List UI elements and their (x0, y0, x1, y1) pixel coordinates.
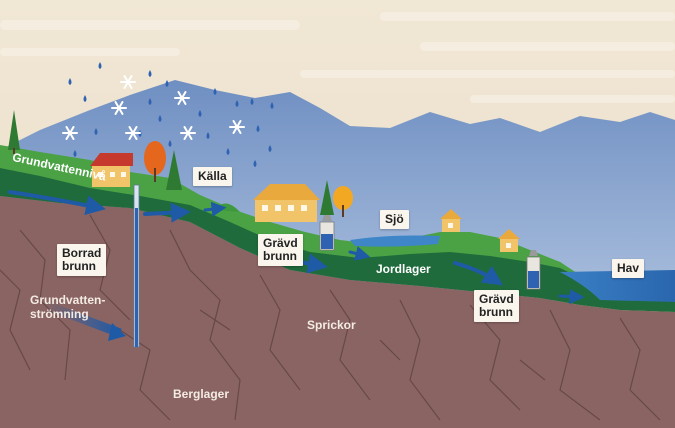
drilled-well-label: Borrad brunn (57, 244, 106, 276)
soil-layer-label: Jordlager (376, 262, 431, 276)
sea-label: Hav (612, 259, 644, 278)
spring-label: Källa (193, 167, 232, 186)
dug-well-label-2: Grävd brunn (474, 290, 519, 322)
lake-label: Sjö (380, 210, 409, 229)
dug-well-label-1: Grävd brunn (258, 234, 303, 266)
fractures-label: Sprickor (307, 318, 356, 332)
drilled-well (134, 185, 139, 347)
groundwater-flow-label: Grundvatten- strömning (30, 293, 105, 321)
bedrock-label: Berglager (173, 387, 229, 401)
